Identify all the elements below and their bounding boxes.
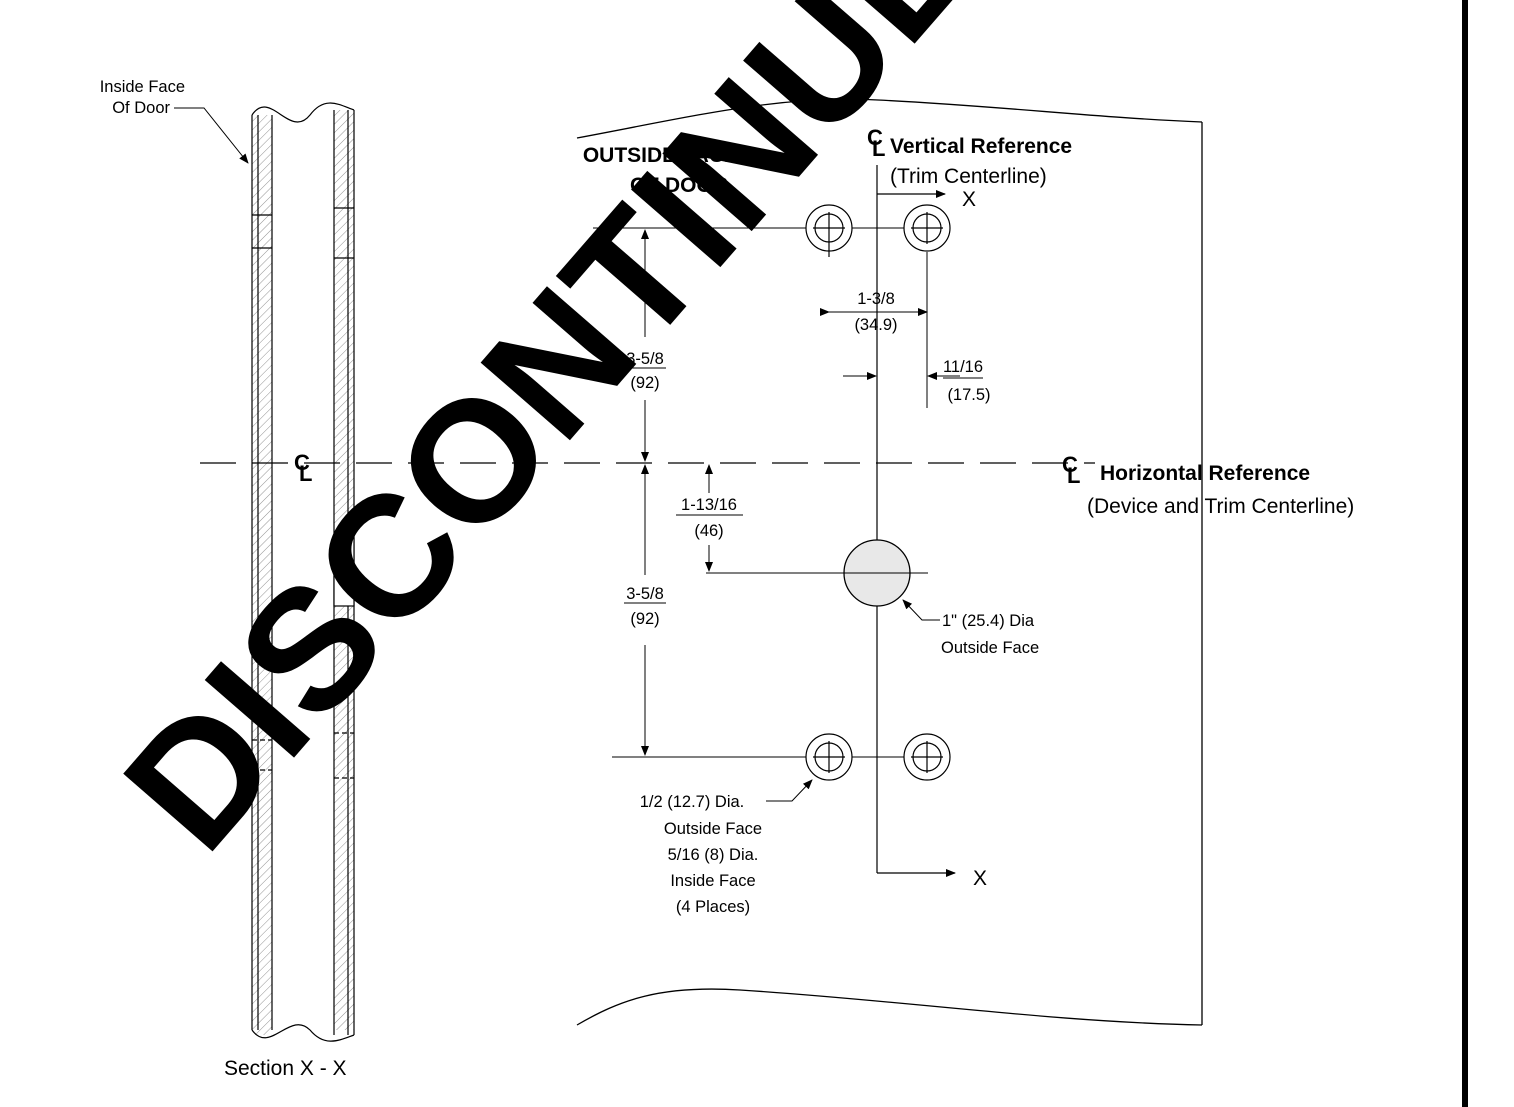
center-hole (706, 539, 928, 607)
dim-center-hole-drop-fraction: 1-13/16 (681, 496, 737, 514)
mount-hole-note-line2: Outside Face (664, 820, 762, 838)
svg-text:C: C (1062, 452, 1078, 477)
svg-text:C: C (294, 450, 310, 475)
horizontal-reference-subtitle: (Device and Trim Centerline) (1087, 495, 1354, 518)
inside-face-label-line2: Of Door (112, 99, 170, 117)
mount-hole-bottom-left (805, 733, 853, 781)
mount-hole-leader (766, 779, 813, 802)
dim-offset (843, 372, 983, 380)
dim-center-hole-drop (676, 464, 743, 572)
mount-hole-top-right (903, 204, 951, 252)
dim-lower-height (624, 464, 666, 756)
horizontal-reference-title: Horizontal Reference (1100, 462, 1310, 485)
svg-text:L: L (872, 136, 885, 161)
vertical-centerline-symbol: C L (867, 125, 885, 161)
dim-offset-fraction: 11/16 (943, 358, 983, 376)
mount-hole-note-line1: 1/2 (12.7) Dia. (640, 793, 745, 811)
dim-upper-height-metric: (92) (630, 374, 659, 392)
svg-text:L: L (299, 461, 312, 486)
outside-face-label-line2: OF DOOR (630, 174, 728, 197)
section-centerline-symbol: C L (294, 450, 312, 486)
mount-hole-note-line5: (4 Places) (676, 898, 750, 916)
vertical-reference-title: Vertical Reference (890, 135, 1072, 158)
mount-hole-bottom-right (903, 733, 951, 781)
section-left-skin (252, 115, 272, 1035)
door-outline (576, 98, 1203, 1026)
mount-hole-note-line3: 5/16 (8) Dia. (668, 846, 759, 864)
dim-hole-spacing-metric: (34.9) (854, 316, 897, 334)
center-hole-leader (902, 599, 940, 621)
svg-text:C: C (867, 125, 883, 150)
section-label: Section X - X (224, 1057, 347, 1080)
inside-face-label-line1: Inside Face (100, 78, 185, 96)
dim-hole-spacing-fraction: 1-3/8 (857, 290, 895, 308)
horizontal-centerline-symbol: C L (1062, 452, 1080, 488)
dim-upper-height (624, 229, 666, 462)
section-bottom-break (251, 1024, 355, 1042)
center-hole-note-line2: Outside Face (941, 639, 1039, 657)
outside-face-label-line1: OUTSIDE FACE (583, 144, 738, 167)
bottom-section-mark: X (973, 867, 987, 890)
top-section-mark: X (962, 188, 976, 211)
section-view (251, 102, 355, 1042)
dim-upper-height-fraction: 3-5/8 (626, 350, 664, 368)
dim-offset-metric: (17.5) (947, 386, 990, 404)
mount-hole-note-line4: Inside Face (670, 872, 755, 890)
vertical-reference-subtitle: (Trim Centerline) (890, 165, 1047, 188)
dim-lower-height-metric: (92) (630, 610, 659, 628)
dim-lower-height-fraction: 3-5/8 (626, 585, 664, 603)
dim-hole-spacing (820, 252, 928, 408)
center-hole-note-line1: 1" (25.4) Dia (942, 612, 1035, 630)
dim-center-hole-drop-metric: (46) (694, 522, 723, 540)
section-top-break (251, 102, 355, 123)
inside-face-leader (174, 107, 249, 164)
page-border-bar (1462, 0, 1468, 1107)
svg-text:L: L (1067, 463, 1080, 488)
